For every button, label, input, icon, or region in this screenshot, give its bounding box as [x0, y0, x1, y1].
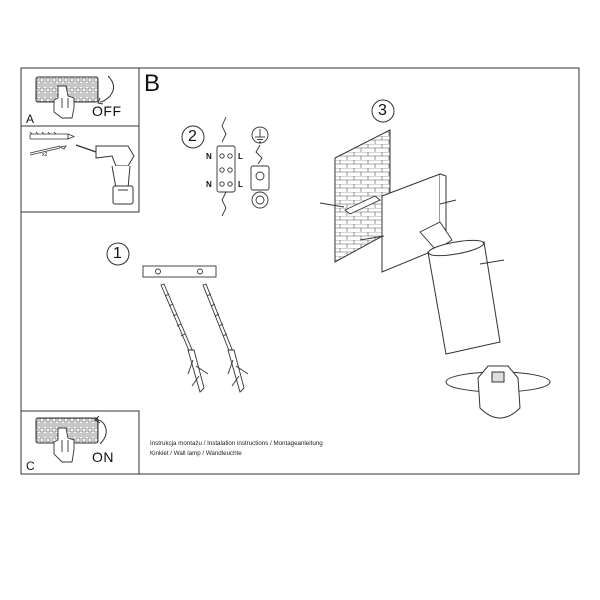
step-3-illustration [319, 129, 551, 419]
wire-label-live-top: L [238, 152, 243, 161]
mounting-bracket [142, 265, 217, 278]
step-1-circle [106, 242, 130, 266]
drill-panel-illustration [29, 131, 135, 205]
hand-icon [53, 85, 75, 119]
dowel-screw-icon [29, 131, 76, 156]
dowel-screw-icon [160, 283, 209, 393]
panel-a-letter: A [26, 112, 35, 126]
step-3-number: 3 [378, 102, 387, 119]
panel-a-illustration [35, 75, 114, 119]
lamp-spotlight-icon [427, 239, 505, 355]
rotate-arrow-icon [97, 75, 114, 105]
power-on-label: ON [92, 449, 114, 465]
outer-frame [20, 67, 580, 475]
caption-instructions: Instrukcja montażu / Instalation instruc… [150, 440, 323, 447]
rotate-arrow-icon [94, 415, 107, 445]
panel-c-frame [20, 410, 140, 475]
dowel-count-label: x2 [42, 152, 48, 158]
panel-c-letter: C [26, 459, 35, 473]
caption-product: Kinkiet / Wall lamp / Wandleuchte [150, 450, 242, 457]
step-2-number: 2 [188, 128, 197, 145]
step-1-illustration [142, 265, 249, 393]
wire-label-live-bottom: L [238, 180, 243, 189]
wire-label-neutral-bottom: N [206, 180, 212, 189]
gu10-bulb-icon [445, 365, 551, 419]
step-2-circle [181, 125, 205, 149]
ground-symbol-icon [250, 126, 270, 209]
panel-b-letter: B [144, 70, 161, 97]
step-1-number: 1 [113, 245, 122, 262]
hand-icon [53, 427, 75, 463]
drill-icon [75, 144, 135, 205]
wire-label-neutral-top: N [206, 152, 212, 161]
step-3-circle [371, 99, 395, 123]
power-off-label: OFF [92, 103, 122, 119]
dowel-screw-icon [202, 283, 249, 393]
terminal-block-icon [216, 116, 236, 217]
panel-c-illustration [35, 415, 107, 463]
